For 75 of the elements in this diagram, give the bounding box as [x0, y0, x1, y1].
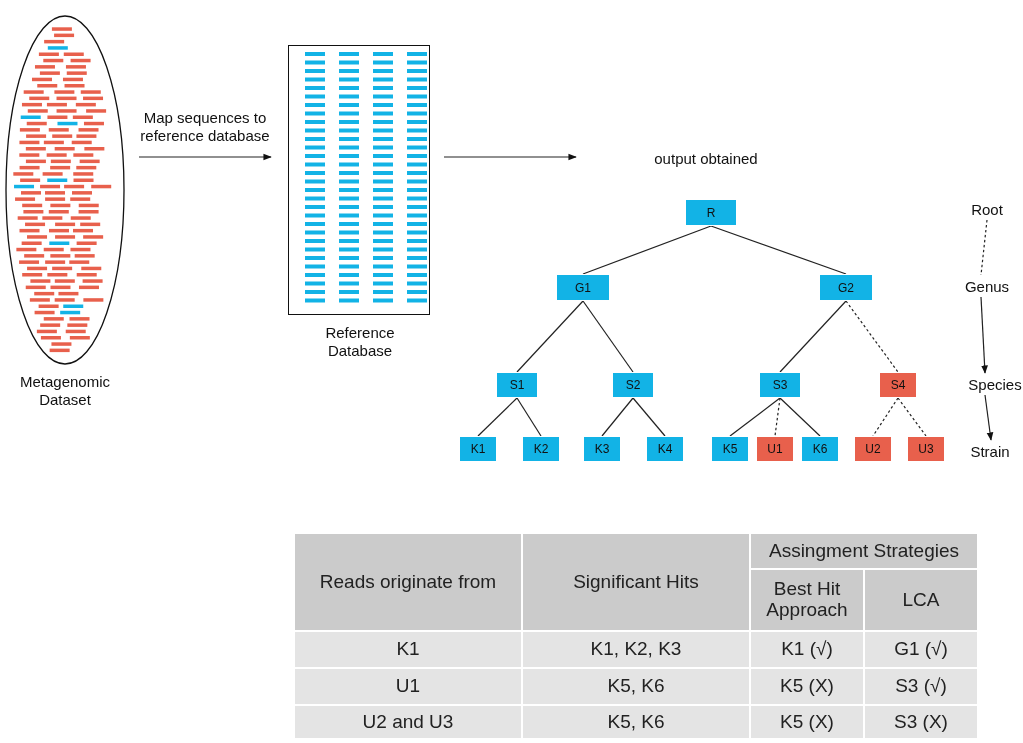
- taxon-box: [756, 436, 794, 462]
- table-cell: K5, K6: [522, 705, 750, 739]
- header-cell: Significant Hits: [522, 533, 750, 631]
- taxon-box: [801, 436, 839, 462]
- table-cell: K5 (X): [750, 705, 864, 739]
- connector: [477, 397, 518, 437]
- header-cell: Reads originate from: [294, 533, 522, 631]
- taxon-label: U1: [767, 442, 783, 456]
- taxon-label: S1: [509, 378, 525, 392]
- taxon-box: [759, 372, 801, 398]
- connector: [138, 153, 272, 161]
- taxon-box: [612, 372, 654, 398]
- connector: [632, 397, 666, 437]
- output-label: output obtained: [654, 149, 758, 167]
- connector: [601, 397, 634, 437]
- taxon-box: [819, 274, 873, 301]
- taxon-label: K3: [594, 442, 610, 456]
- table-cell: U1: [294, 668, 522, 705]
- taxon-label: G2: [838, 280, 854, 295]
- table-cell: K1, K2, K3: [522, 631, 750, 668]
- table-cell: S3 (√): [864, 668, 978, 705]
- taxon-box: [711, 436, 749, 462]
- taxon-label: K2: [533, 442, 549, 456]
- edge-label: Map sequences to reference database: [140, 109, 270, 145]
- taxon-label: S4: [890, 378, 906, 392]
- connector: [582, 300, 634, 373]
- node-label: Metagenomic Dataset: [18, 373, 111, 409]
- connector: [980, 296, 988, 374]
- level-label: Species: [968, 375, 1022, 393]
- taxon-label: U2: [865, 442, 881, 456]
- taxon-box: [556, 274, 610, 301]
- taxon-label: K4: [657, 442, 673, 456]
- connector: [582, 225, 712, 275]
- taxon-label: U3: [918, 442, 934, 456]
- connector: [897, 397, 927, 437]
- header-cell: LCA: [864, 569, 978, 631]
- taxon-box: [496, 372, 538, 398]
- taxon-label: G1: [575, 280, 591, 295]
- level-label: Genus: [964, 277, 1010, 295]
- taxon-box: [685, 199, 737, 226]
- taxon-box: [907, 436, 945, 462]
- taxon-label: R: [706, 205, 716, 220]
- table-cell: U2 and U3: [294, 705, 522, 739]
- level-label: Root: [971, 200, 1003, 218]
- connector: [516, 300, 584, 373]
- level-label: Strain: [970, 442, 1010, 460]
- table-cell: K1: [294, 631, 522, 668]
- taxon-label: K6: [812, 442, 828, 456]
- connector: [984, 394, 994, 441]
- header-cell: Best Hit Approach: [750, 569, 864, 631]
- table-cell: K1 (√): [750, 631, 864, 668]
- connector: [845, 300, 899, 373]
- taxon-box: [854, 436, 892, 462]
- taxon-label: S2: [625, 378, 641, 392]
- taxon-label: S3: [772, 378, 788, 392]
- taxon-box: [646, 436, 684, 462]
- table-cell: K5 (X): [750, 668, 864, 705]
- taxon-box: [879, 372, 917, 398]
- connector: [516, 397, 542, 437]
- node-label: Reference Database: [324, 324, 396, 360]
- connector: [774, 397, 781, 437]
- table-cell: S3 (X): [864, 705, 978, 739]
- taxon-box: [522, 436, 560, 462]
- taxon-box: [459, 436, 497, 462]
- taxon-box: [583, 436, 621, 462]
- taxon-label: K5: [722, 442, 738, 456]
- connector: [710, 225, 847, 275]
- connector: [779, 397, 821, 437]
- table-cell: K5, K6: [522, 668, 750, 705]
- connector: [729, 397, 781, 437]
- connector: [779, 300, 847, 373]
- table-cell: G1 (√): [864, 631, 978, 668]
- taxon-label: K1: [470, 442, 486, 456]
- connector: [443, 153, 577, 161]
- header-cell: Assingment Strategies: [750, 533, 978, 569]
